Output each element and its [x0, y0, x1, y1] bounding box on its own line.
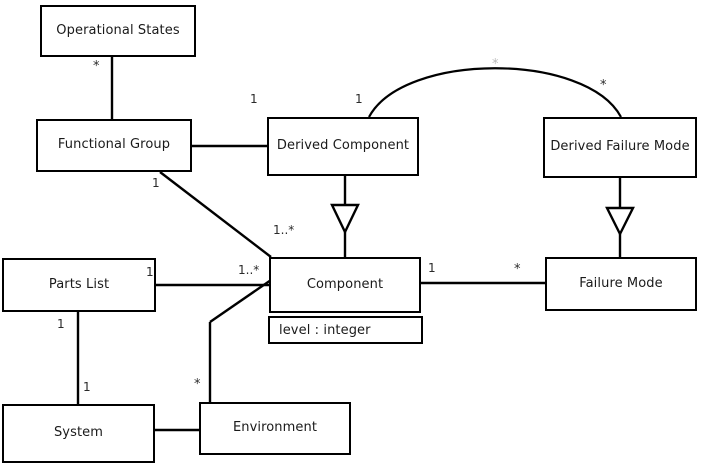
- class-box-system[interactable]: System: [2, 404, 155, 463]
- multiplicity-component-failure-mode-source: 1: [428, 261, 436, 275]
- class-box-environment[interactable]: Environment: [199, 402, 351, 455]
- class-name-system: System: [53, 425, 104, 441]
- class-attributes-component[interactable]: level : integer: [268, 316, 423, 344]
- class-name-component: Component: [306, 276, 384, 292]
- multiplicity-component-failure-mode-target: *: [514, 262, 521, 277]
- multiplicity-parts-list-component-source: 1: [146, 265, 154, 279]
- generalization-triangle-icon-component: [330, 203, 360, 235]
- multiplicity-parts-list-component-target: 1..*: [238, 263, 260, 277]
- class-box-component[interactable]: Component: [269, 257, 421, 313]
- multiplicity-derived-component-arc-source: 1: [355, 92, 363, 106]
- class-name-derived-failure-mode: Derived Failure Mode: [550, 139, 690, 155]
- class-box-failure-mode[interactable]: Failure Mode: [545, 257, 697, 311]
- multiplicity-functional-group-component-target: 1..*: [273, 223, 295, 237]
- class-name-parts-list: Parts List: [48, 276, 110, 292]
- multiplicity-functional-group-component-source: 1: [152, 176, 160, 190]
- class-name-derived-component: Derived Component: [276, 138, 410, 154]
- edge-environment-component-diagonal: [209, 279, 272, 323]
- multiplicity-parts-list-system-source: 1: [57, 317, 65, 331]
- class-name-environment: Environment: [232, 420, 318, 436]
- class-name-operational-states: Operational States: [56, 22, 180, 38]
- multiplicity-derived-failure-mode-arc-target: *: [600, 78, 607, 93]
- class-name-failure-mode: Failure Mode: [579, 275, 663, 291]
- class-box-parts-list[interactable]: Parts List: [2, 258, 156, 312]
- multiplicity-parts-list-system-target: 1: [83, 380, 91, 394]
- edge-derived-component-derived-failure-mode: [368, 67, 622, 118]
- attribute-level: level : integer: [279, 322, 371, 338]
- multiplicity-functional-group-derived-component: 1: [250, 92, 258, 106]
- edge-functional-group-component: [159, 171, 272, 258]
- class-name-functional-group: Functional Group: [57, 137, 171, 153]
- generalization-triangle-icon-failure-mode: [605, 206, 635, 237]
- class-box-functional-group[interactable]: Functional Group: [36, 119, 192, 172]
- class-box-derived-component[interactable]: Derived Component: [267, 117, 419, 176]
- multiplicity-operational-states-functional-group: *: [93, 59, 100, 74]
- multiplicity-derived-arc-apex: *: [492, 57, 499, 72]
- multiplicity-environment-component: *: [194, 377, 201, 392]
- class-box-derived-failure-mode[interactable]: Derived Failure Mode: [543, 117, 697, 178]
- class-box-operational-states[interactable]: Operational States: [40, 5, 196, 57]
